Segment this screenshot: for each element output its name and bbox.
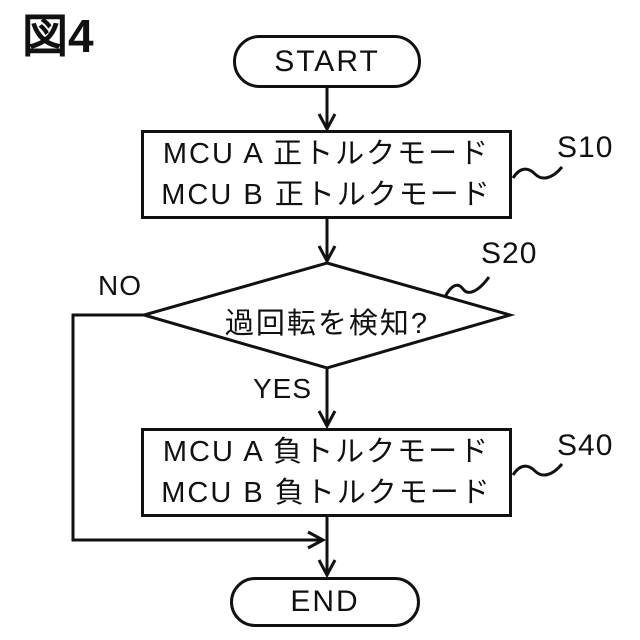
end-terminator: END: [230, 577, 420, 627]
arrow-s40-to-end: [317, 517, 337, 579]
ref-label-s40: S40: [557, 429, 614, 462]
process-box-s40: MCU A 負トルクモード MCU B 負トルクモード: [141, 428, 512, 517]
process-s40-line2: MCU B 負トルクモード: [161, 476, 492, 509]
process-box-s10: MCU A 正トルクモード MCU B 正トルクモード: [141, 130, 512, 219]
ref-squiggle-s20: [443, 276, 491, 298]
ref-label-s10: S10: [557, 131, 614, 164]
branch-label-no: NO: [98, 270, 142, 301]
ref-label-s20: S20: [481, 237, 538, 270]
process-s40-line1: MCU A 負トルクモード: [162, 435, 491, 468]
arrow-no-loop: [71, 313, 327, 550]
process-s10-line1: MCU A 正トルクモード: [162, 137, 491, 170]
end-label: END: [290, 585, 360, 618]
decision-question: 過回転を検知?: [224, 308, 430, 340]
start-terminator: START: [233, 35, 421, 88]
arrow-yes-to-s40: [317, 368, 337, 430]
figure-title: 図4: [22, 10, 94, 62]
arrow-start-to-s10: [317, 88, 337, 133]
ref-squiggle-s40: [511, 463, 564, 477]
arrow-s10-to-s20: [317, 219, 337, 265]
process-s10-line2: MCU B 正トルクモード: [161, 178, 492, 211]
ref-squiggle-s10: [511, 166, 564, 180]
start-label: START: [274, 44, 380, 78]
branch-label-yes: YES: [253, 373, 313, 404]
